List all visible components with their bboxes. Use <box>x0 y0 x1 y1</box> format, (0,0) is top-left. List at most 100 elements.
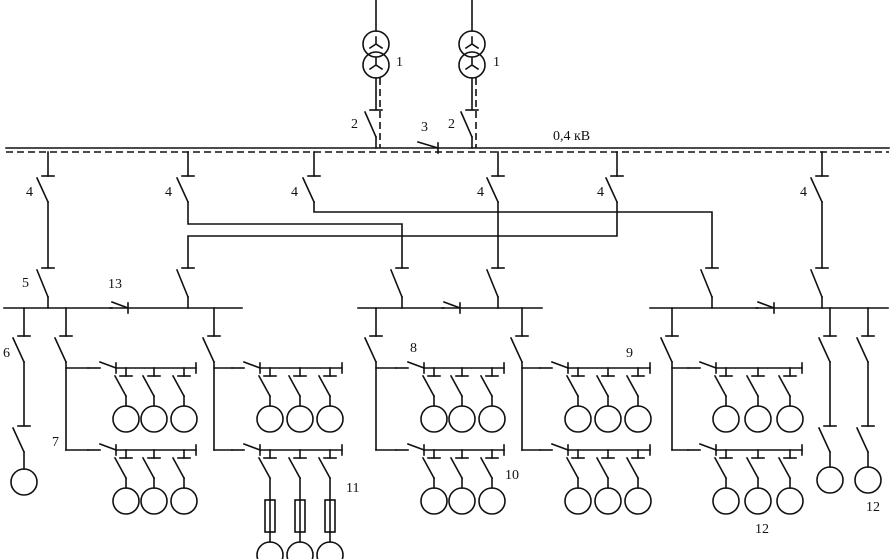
input-switch-5-blade <box>699 268 714 299</box>
label-feeder-breaker-1: 4 <box>26 185 33 200</box>
label-motor-switch: 6 <box>3 346 10 361</box>
input-switch-2-blade <box>175 268 190 299</box>
group-panel-1-upper-motor-3-switch-blade <box>171 374 186 398</box>
input-switch-4-blade <box>485 268 500 299</box>
label-feeder-breaker-3: 4 <box>291 185 298 200</box>
group-panel-4-upper-motor-3 <box>624 405 652 433</box>
motor-drop-2-motor <box>816 466 844 494</box>
group-panel-4-upper-motor-3-switch-blade <box>625 374 640 398</box>
group-panel-2-lower-motor-3-switch-blade <box>317 456 332 480</box>
bus-coupler-3-blade <box>756 300 776 310</box>
motor-drop-1-motor <box>10 468 38 496</box>
label-transformer-right: 1 <box>493 55 500 70</box>
group-panel-2-riser-switch-blade <box>201 336 216 364</box>
wiring <box>3 0 890 559</box>
group-panel-3-lower-motor-1-switch-blade <box>421 456 436 480</box>
transformer-1-star-symbol <box>368 36 384 50</box>
group-panel-3-lower-motor-2 <box>448 487 476 515</box>
label-feeder-breaker-5: 4 <box>597 185 604 200</box>
feeder-5-route <box>187 201 618 269</box>
motor-drop-1-switch-b-blade <box>11 426 26 454</box>
group-panel-4-upper-motor-2-switch-blade <box>595 374 610 398</box>
label-group-panel-c: 9 <box>626 346 633 361</box>
group-panel-5-lower-motor-3-switch-blade <box>777 456 792 480</box>
group-panel-3-lower-motor-2-switch-blade <box>449 456 464 480</box>
motor-drop-3-motor <box>854 466 882 494</box>
group-panel-3-upper-motor-3 <box>478 405 506 433</box>
feeder-breaker-6-blade <box>809 176 824 204</box>
group-panel-3-upper-motor-1 <box>420 405 448 433</box>
label-bus-coupler: 13 <box>108 277 122 292</box>
label-motor-right: 12 <box>866 500 880 515</box>
labels: 1 1 2 2 3 0,4 кВ 4 4 4 4 4 4 5 13 6 7 8 … <box>3 55 880 537</box>
group-panel-1-lower-motor-3-switch-blade <box>171 456 186 480</box>
label-group-panel: 7 <box>52 435 59 450</box>
label-voltage: 0,4 кВ <box>553 129 590 144</box>
group-panel-4-upper-motor-1 <box>564 405 592 433</box>
transformer-2-star-symbol <box>464 36 480 50</box>
group-panel-2-lower-motor-1-switch-blade <box>257 456 272 480</box>
motor-drop-3-switch-a-blade <box>855 336 870 364</box>
group-panel-5-upper-motor-2 <box>744 405 772 433</box>
label-feeder-breaker-4: 4 <box>477 185 484 200</box>
group-panel-2-upper-motor-1-switch-blade <box>257 374 272 398</box>
group-panel-4-upper-motor-2 <box>594 405 622 433</box>
group-panel-5-upper-motor-2-switch-blade <box>745 374 760 398</box>
group-panel-4-lower-motor-2 <box>594 487 622 515</box>
group-panel-5-upper-switch-blade <box>698 360 718 370</box>
transformer-1-star-symbol-lv <box>368 57 384 71</box>
transformer-2-primary-winding <box>458 30 486 58</box>
group-panel-2-lower-motor-3 <box>316 541 344 559</box>
group-panel-3-lower-motor-3 <box>478 487 506 515</box>
group-panel-2-lower-motor-2 <box>286 541 314 559</box>
motor-drop-1-switch-a-blade <box>11 336 26 364</box>
group-panel-5-upper-motor-3 <box>776 405 804 433</box>
group-panel-2-lower-switch-blade <box>242 442 262 452</box>
group-panel-1-lower-switch-blade <box>98 442 118 452</box>
group-panel-4-upper-switch-blade <box>550 360 570 370</box>
group-panel-4-lower-motor-3-switch-blade <box>625 456 640 480</box>
group-panel-2-upper-switch-blade <box>242 360 262 370</box>
group-panel-4-lower-motor-1 <box>564 487 592 515</box>
group-panel-3-upper-motor-2-switch-blade <box>449 374 464 398</box>
group-panel-1-lower-motor-2 <box>140 487 168 515</box>
group-panel-5-lower-motor-1 <box>712 487 740 515</box>
label-breaker-left: 2 <box>351 117 358 132</box>
group-panel-1-upper-motor-1 <box>112 405 140 433</box>
motor-drop-2-switch-a-blade <box>817 336 832 364</box>
group-panel-1-upper-switch-blade <box>98 360 118 370</box>
label-transformer-left: 1 <box>396 55 403 70</box>
group-panel-2-upper-motor-1 <box>256 405 284 433</box>
group-panel-1-upper-motor-1-switch-blade <box>113 374 128 398</box>
group-panel-1-lower-motor-1 <box>112 487 140 515</box>
group-panel-1-lower-motor-2-switch-blade <box>141 456 156 480</box>
group-panel-3-upper-motor-2 <box>448 405 476 433</box>
group-panel-3-lower-switch-blade <box>406 442 426 452</box>
bus-coupler-2-blade <box>442 300 462 310</box>
group-panel-2-upper-motor-3-switch-blade <box>317 374 332 398</box>
input-switch-3-blade <box>389 268 404 299</box>
group-panel-2-upper-motor-3 <box>316 405 344 433</box>
breaker-incoming-2-blade <box>459 110 474 139</box>
group-panel-3-upper-switch-blade <box>406 360 426 370</box>
group-panel-3-upper-motor-1-switch-blade <box>421 374 436 398</box>
group-panel-5-lower-motor-2-switch-blade <box>745 456 760 480</box>
group-panel-4-upper-motor-1-switch-blade <box>565 374 580 398</box>
group-panel-1-upper-motor-3 <box>170 405 198 433</box>
feeder-3-route <box>313 201 713 269</box>
feeder-breaker-5-blade <box>604 176 619 204</box>
feeder-breaker-1-blade <box>35 176 50 204</box>
transformer-1-primary-winding <box>362 30 390 58</box>
group-panel-3-lower-motor-1 <box>420 487 448 515</box>
label-sectional-switch: 3 <box>421 120 428 135</box>
group-panel-4-lower-motor-1-switch-blade <box>565 456 580 480</box>
group-panel-1-lower-motor-1-switch-blade <box>113 456 128 480</box>
group-panel-5-lower-motor-1-switch-blade <box>713 456 728 480</box>
label-group-panel-b: 8 <box>410 341 417 356</box>
group-panel-3-upper-motor-3-switch-blade <box>479 374 494 398</box>
label-motor-row: 10 <box>505 468 519 483</box>
group-panel-1-lower-motor-3 <box>170 487 198 515</box>
transformer-2-star-symbol-lv <box>464 57 480 71</box>
group-panel-4-lower-motor-3 <box>624 487 652 515</box>
